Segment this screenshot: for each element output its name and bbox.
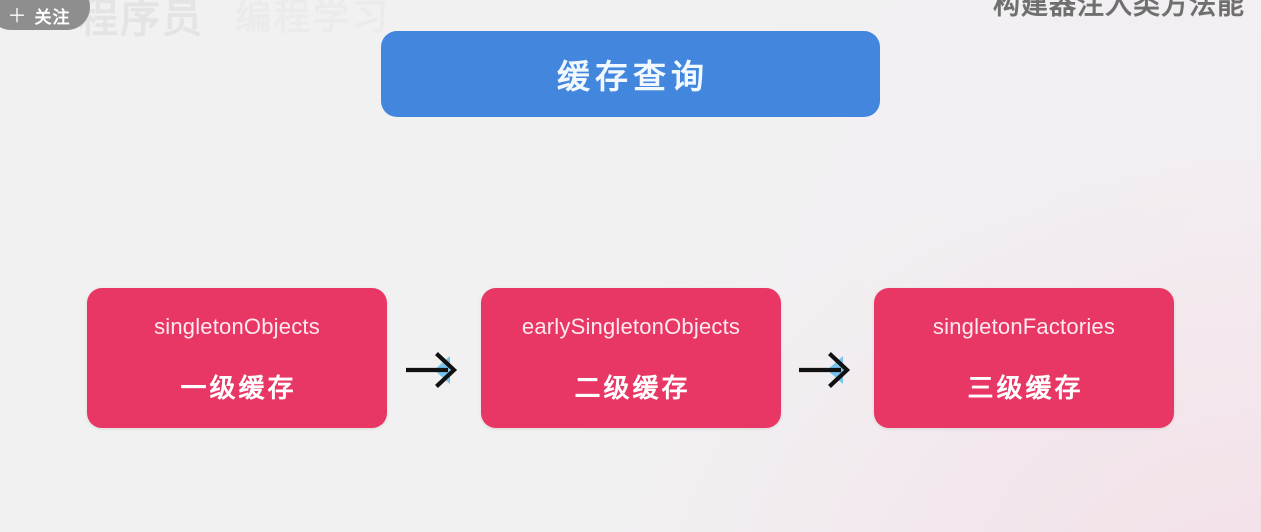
cache-flow-row: singletonObjects 一级缓存 earlySingletonObje…: [0, 288, 1261, 428]
header-banner: 缓存查询: [381, 31, 880, 117]
cache-card-label: 三级缓存: [967, 372, 1084, 403]
cache-card-label: 一级缓存: [180, 372, 297, 403]
cache-card-code: earlySingletonObjects: [521, 313, 741, 339]
watermark-secondary: 编程学习: [235, 0, 392, 37]
cache-card-level2: earlySingletonObjects 二级缓存: [481, 288, 781, 428]
cache-card-level3: singletonFactories 三级缓存: [874, 288, 1174, 428]
follow-button[interactable]: ＋ 关注: [0, 0, 90, 30]
watermark-primary: 程序员: [78, 0, 204, 41]
cache-card-code: singletonFactories: [932, 313, 1116, 339]
arrow-right-icon: [797, 350, 859, 390]
arrow-right-icon: [404, 350, 466, 390]
cache-card-level1: singletonObjects 一级缓存: [87, 288, 387, 428]
top-clipped-heading: 构建器注入类方法能: [993, 0, 1245, 20]
page-title: 缓存查询: [557, 58, 709, 95]
plus-icon: ＋: [7, 6, 28, 27]
cache-card-code: singletonObjects: [154, 313, 320, 339]
follow-button-label: 关注: [34, 8, 71, 27]
cache-card-label: 二级缓存: [574, 372, 691, 403]
